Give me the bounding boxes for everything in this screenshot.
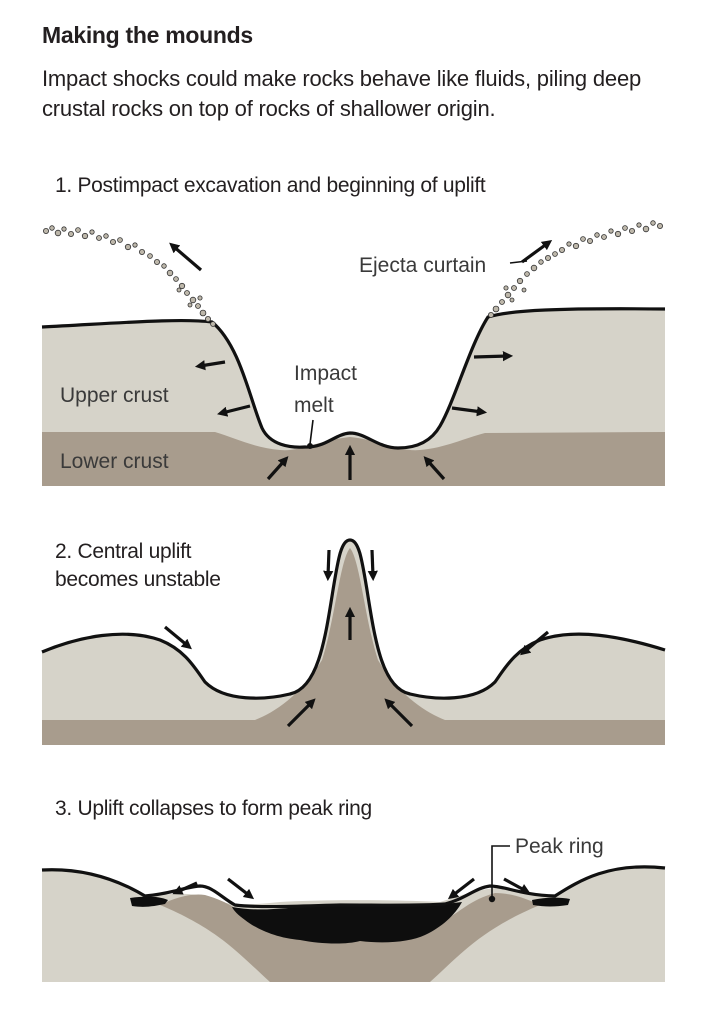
panel1-impact-melt-dot	[307, 443, 313, 449]
panel1-arrow-wall-right-lower	[451, 406, 488, 417]
panel1-arrow-ejecta-left	[169, 242, 203, 272]
panel3-arrow-left-out	[172, 881, 198, 895]
label-peak-ring: Peak ring	[515, 835, 604, 858]
label-melt: melt	[294, 394, 334, 417]
panel1-arrows	[169, 239, 553, 481]
panel1-ejecta-leader	[509, 260, 528, 264]
panel2-arrow-base-left	[286, 698, 316, 728]
panel1-lower-crust	[42, 432, 665, 486]
panel1-arrow-floor-right	[423, 456, 446, 481]
label-impact: Impact	[294, 362, 357, 385]
panel1-impact-melt-leader	[309, 419, 314, 445]
panel3: Peak ring	[41, 835, 666, 982]
panel2-arrow-rim-left	[163, 625, 192, 650]
step2-title-line2: becomes unstable	[55, 568, 221, 591]
panel1-arrow-wall-left-upper	[194, 360, 226, 371]
panel2-arrow-base-right	[384, 698, 414, 728]
step2-title: 2. Central uplift becomes unstable	[55, 538, 285, 594]
panel1: Ejecta curtain Upper crust Lower crust I…	[41, 220, 666, 486]
panel1-ejecta-right	[487, 220, 664, 318]
panel3-arrow-right-in	[447, 877, 475, 900]
figure-subtitle: Impact shocks could make rocks behave li…	[42, 66, 642, 121]
panel2	[41, 538, 666, 745]
panel1-ejecta-left	[43, 225, 216, 327]
panel3-arrow-right-out	[503, 877, 531, 894]
figure-title: Making the mounds	[42, 22, 253, 48]
panel3-arrow-left-in	[227, 877, 255, 900]
panel2-surface-outline	[41, 538, 666, 700]
label-lower-crust: Lower crust	[60, 450, 169, 473]
panel2-arrows	[163, 549, 550, 728]
panel2-arrow-peak-right	[367, 549, 378, 582]
panel2-arrow-peak-left	[323, 549, 334, 582]
panel1-arrow-wall-left-lower	[217, 404, 251, 417]
panel3-peak-ring-leader	[491, 845, 510, 899]
panel1-arrow-ejecta-right	[521, 239, 553, 264]
panel1-arrow-floor-left	[266, 456, 289, 481]
panel3-arrows	[172, 877, 531, 900]
panel3-surface-outline	[41, 865, 666, 909]
step2-title-line1: 2. Central uplift	[55, 540, 192, 563]
label-ejecta-curtain: Ejecta curtain	[359, 254, 486, 277]
step1-title: 1. Postimpact excavation and beginning o…	[55, 174, 486, 197]
panel3-melt-sheet	[130, 896, 570, 944]
panel2-lower-crust	[42, 548, 665, 745]
label-upper-crust: Upper crust	[60, 384, 169, 407]
panel1-arrow-wall-right-upper	[473, 351, 514, 362]
step3-title: 3. Uplift collapses to form peak ring	[55, 797, 372, 820]
panel2-arrow-rim-right	[520, 630, 550, 656]
